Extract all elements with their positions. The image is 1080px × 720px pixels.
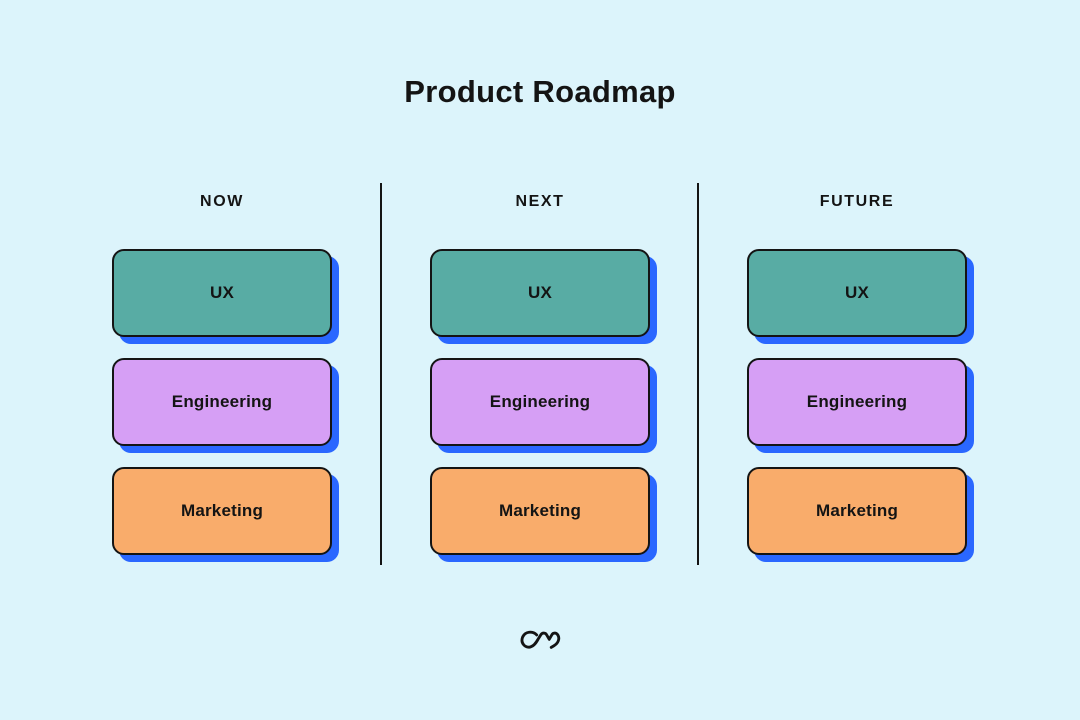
column-divider-1 xyxy=(380,183,382,565)
card-label: Engineering xyxy=(171,392,273,411)
card-label: Engineering xyxy=(806,392,908,411)
card-now-engineering[interactable]: Engineering xyxy=(112,358,332,446)
card-now-ux[interactable]: UX xyxy=(112,249,332,337)
card-label: UX xyxy=(527,283,553,302)
card-label: Marketing xyxy=(815,501,899,520)
brand-logo-icon xyxy=(518,626,562,654)
card-label: Engineering xyxy=(489,392,591,411)
card-label: UX xyxy=(209,283,235,302)
page-title: Product Roadmap xyxy=(404,74,676,109)
card-label: Marketing xyxy=(180,501,264,520)
column-header-now: NOW xyxy=(200,193,244,210)
column-header-future: FUTURE xyxy=(819,193,895,210)
card-future-ux[interactable]: UX xyxy=(747,249,967,337)
card-next-engineering[interactable]: Engineering xyxy=(430,358,650,446)
card-next-marketing[interactable]: Marketing xyxy=(430,467,650,555)
column-header-next: NEXT xyxy=(515,193,565,210)
column-divider-2 xyxy=(697,183,699,565)
card-future-marketing[interactable]: Marketing xyxy=(747,467,967,555)
column-next: NEXT UX Engineering Marketing xyxy=(430,193,650,576)
card-future-engineering[interactable]: Engineering xyxy=(747,358,967,446)
card-label: Marketing xyxy=(498,501,582,520)
column-now: NOW UX Engineering Marketing xyxy=(112,193,332,576)
card-label: UX xyxy=(844,283,870,302)
card-next-ux[interactable]: UX xyxy=(430,249,650,337)
card-now-marketing[interactable]: Marketing xyxy=(112,467,332,555)
column-future: FUTURE UX Engineering Marketing xyxy=(747,193,967,576)
